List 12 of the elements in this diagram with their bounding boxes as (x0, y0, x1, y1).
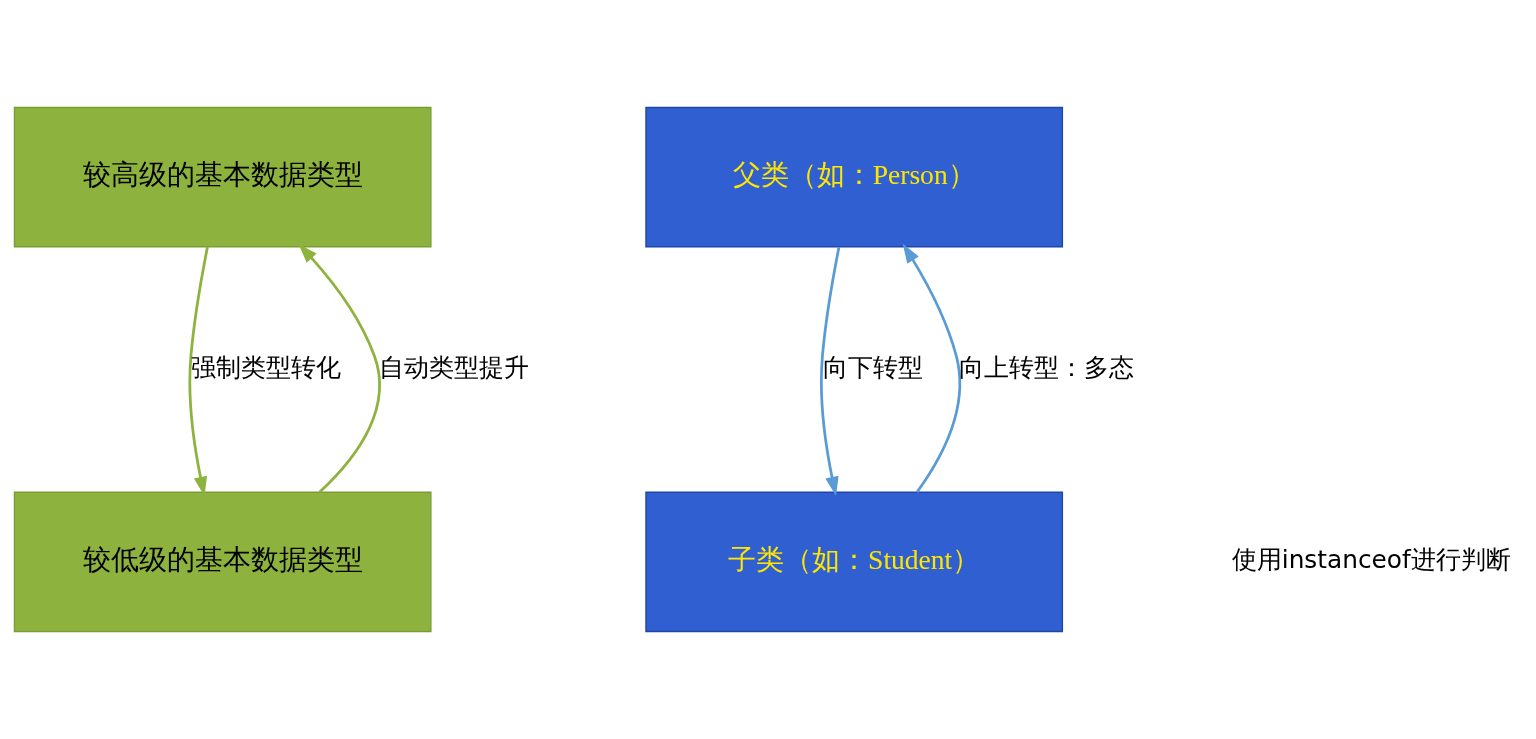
arrow (820, 246, 841, 497)
node-box: 较高级的基本数据类型 (13, 106, 432, 248)
label: 使用instanceof进行判断 (1231, 544, 1511, 574)
edge-label: 强制类型转化 (191, 352, 342, 382)
edge-label: 自动类型提升 (378, 352, 529, 382)
node-box: 父类（如：Person） (645, 106, 1064, 248)
arrow (298, 243, 381, 494)
node-box: 子类（如：Student） (645, 491, 1064, 633)
edge-label: 向上转型：多态 (959, 352, 1135, 382)
arrow (902, 243, 962, 493)
node-box: 较低级的基本数据类型 (13, 491, 432, 633)
edge-label: 向下转型 (822, 352, 923, 382)
